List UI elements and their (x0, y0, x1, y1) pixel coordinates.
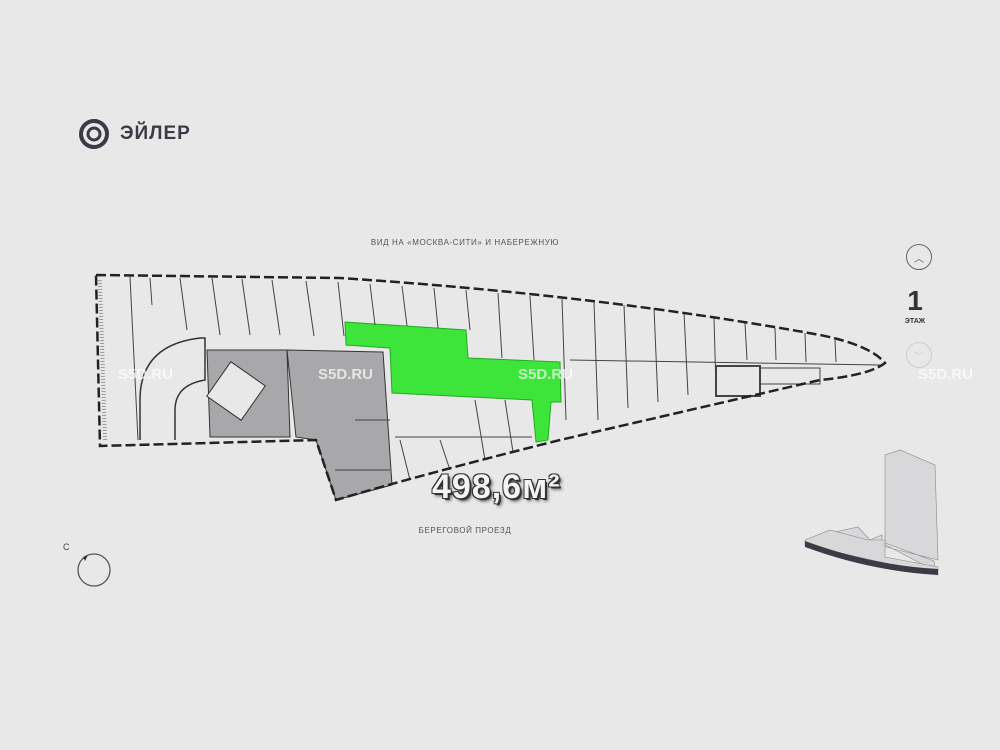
compass-icon[interactable] (74, 550, 114, 590)
selected-area-label: 498,6м² (432, 468, 561, 506)
floor-label: ЭТАЖ (904, 318, 926, 325)
atrium (206, 361, 266, 421)
floor-number: 1 (907, 285, 923, 316)
street-label: БЕРЕГОВОЙ ПРОЕЗД (418, 526, 512, 535)
building-3d-thumbnail[interactable] (800, 445, 950, 580)
chevron-up-icon: ︿ (914, 253, 924, 265)
watermark: S5D.RU (518, 366, 574, 383)
view-direction-label: ВИД НА «МОСКВА-СИТИ» И НАБЕРЕЖНУЮ (370, 238, 560, 247)
selected-unit[interactable] (344, 321, 562, 443)
watermark: S5D.RU (118, 366, 174, 383)
curved-ramp (139, 337, 206, 440)
floor-down-button[interactable]: ﹀ (906, 342, 932, 368)
brand-name: ЭЙЛЕР (120, 123, 191, 144)
brand-logo[interactable]: ЭЙЛЕР (78, 118, 191, 150)
floor-up-button[interactable]: ︿ (906, 244, 932, 270)
watermark: S5D.RU (918, 366, 974, 383)
logo-swirl-icon (79, 119, 109, 149)
chevron-down-icon: ﹀ (914, 351, 924, 363)
watermark: S5D.RU (318, 366, 374, 383)
partition-walls (129, 276, 881, 481)
compass-north-label: С (63, 542, 70, 552)
